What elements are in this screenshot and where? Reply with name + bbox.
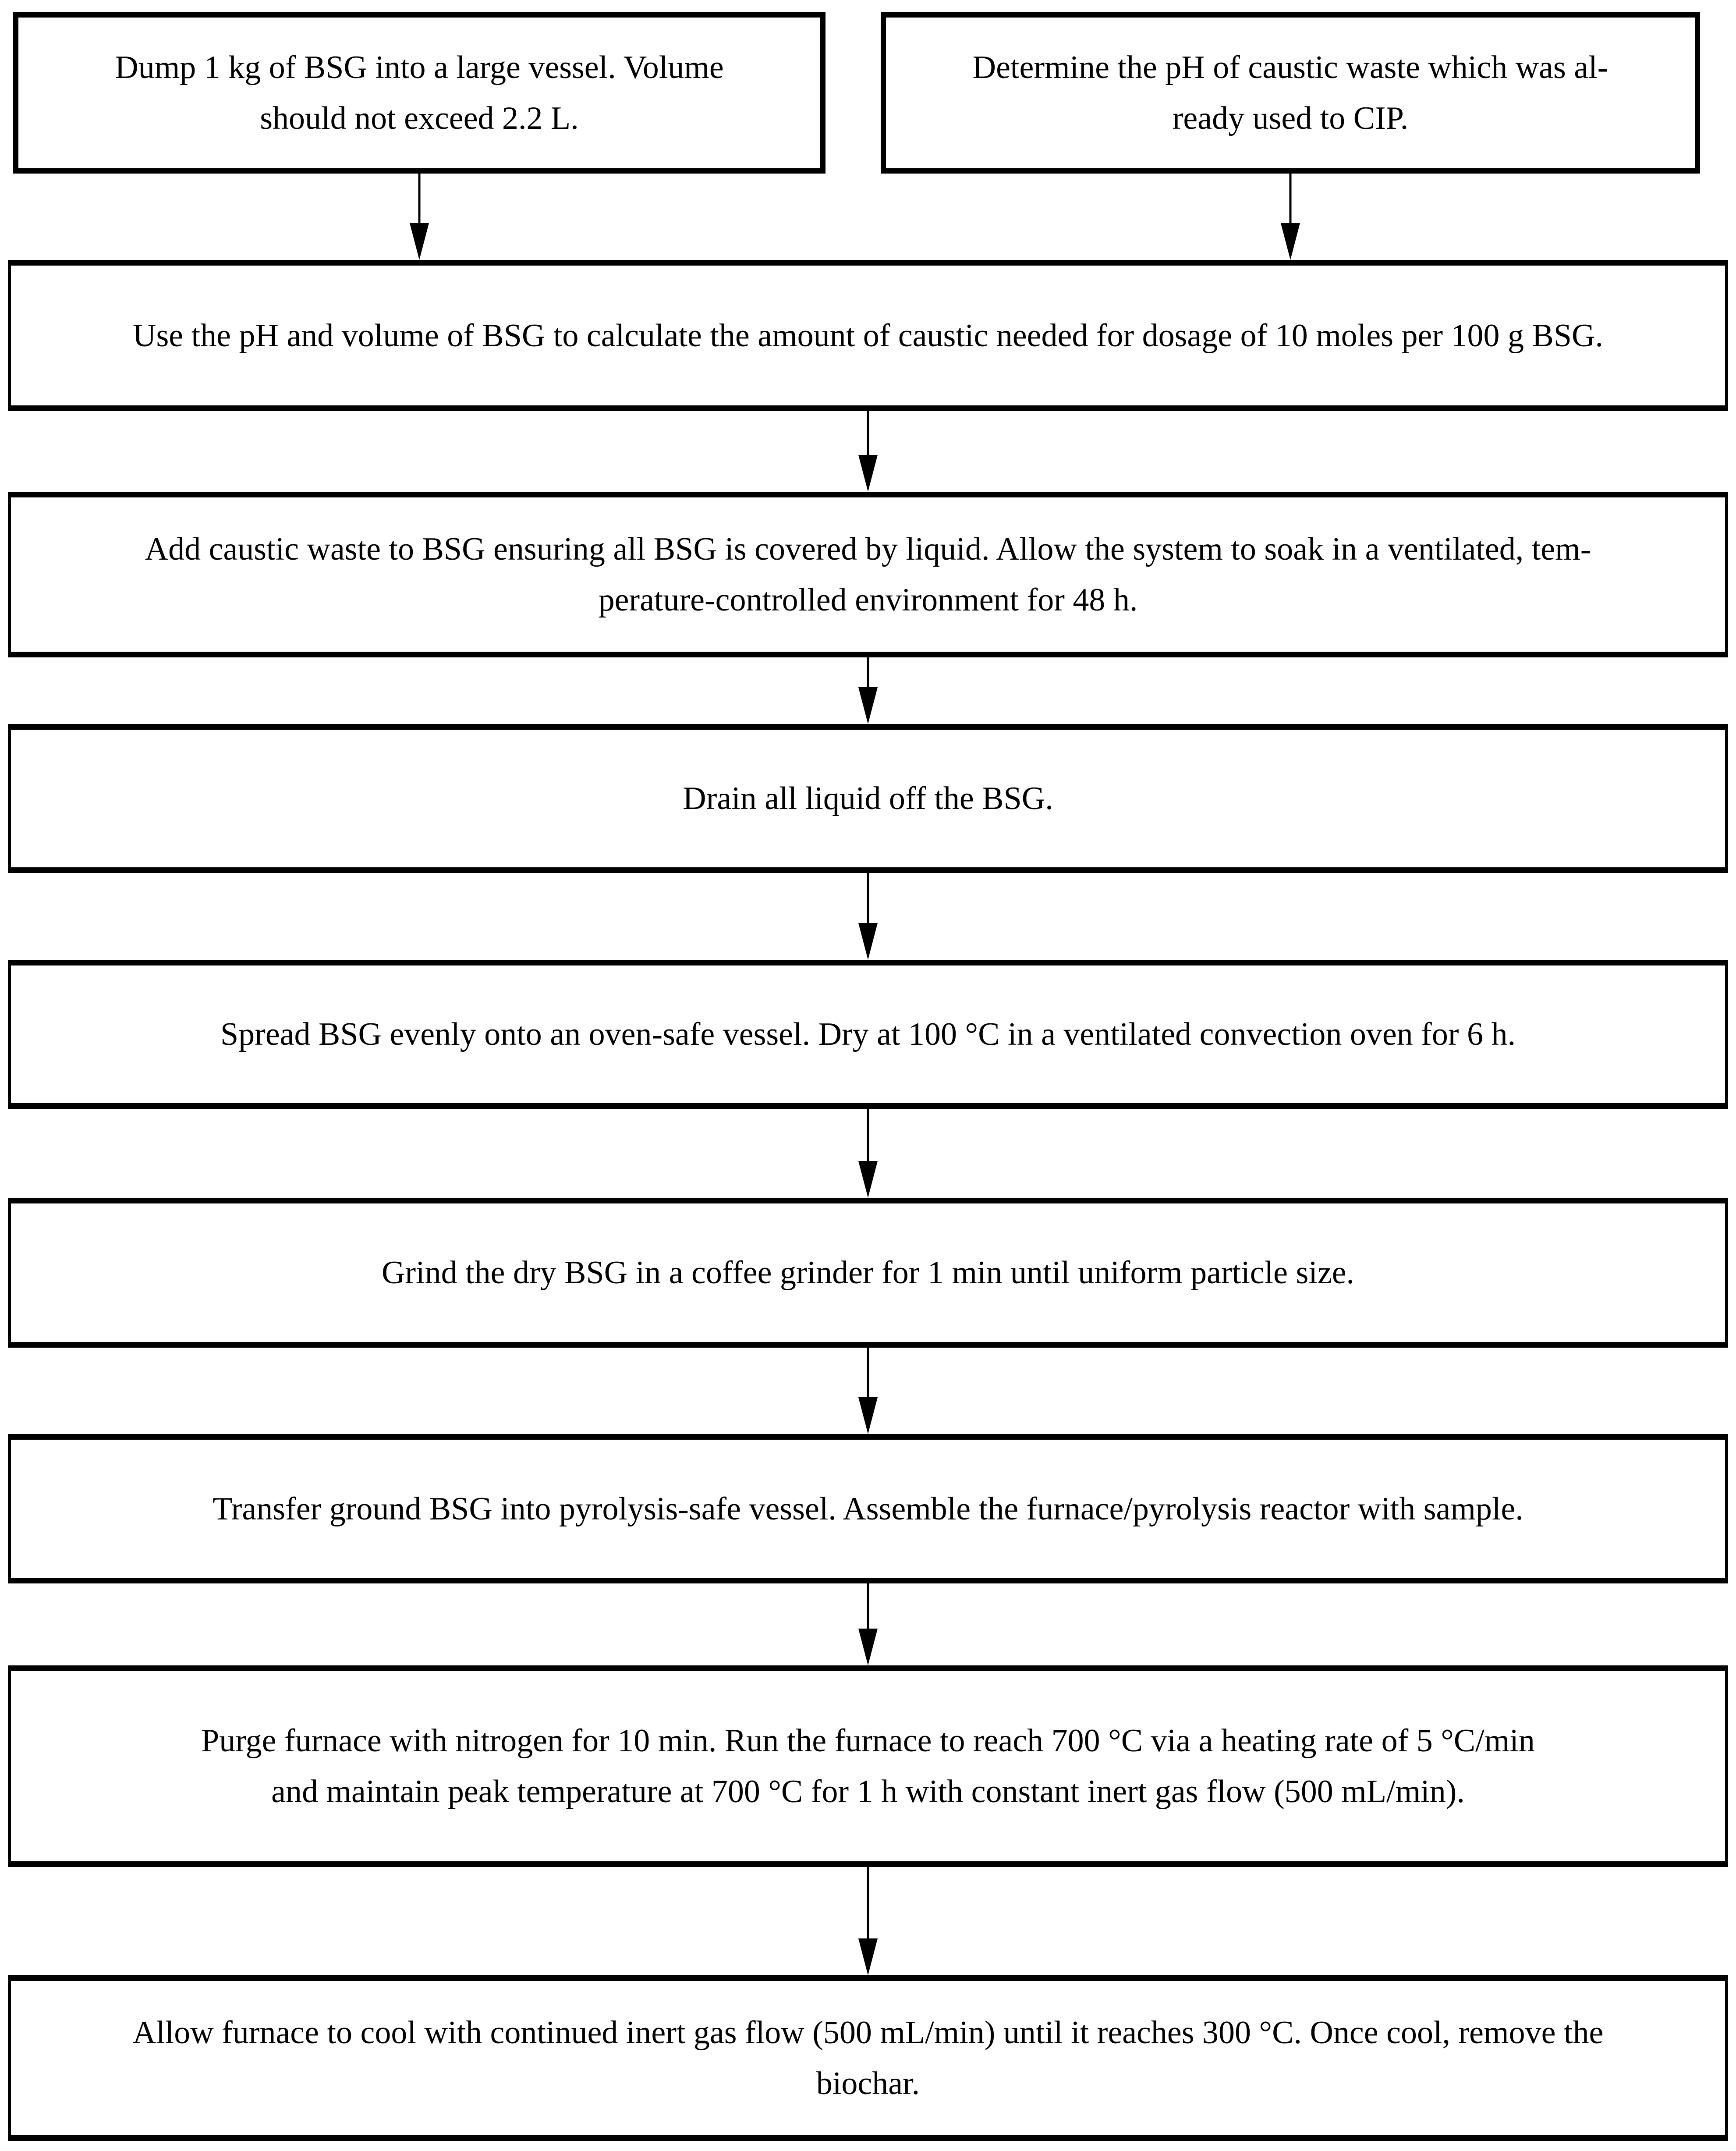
arrowhead-down-icon: [410, 223, 429, 260]
arrowhead-down-icon: [858, 923, 878, 960]
node-dump-bsg: Dump 1 kg of BSG into a large vessel. Vo…: [13, 12, 825, 174]
arrow-soak-to-drain: [858, 657, 878, 724]
node-determine-ph: Determine the pH of caustic waste which …: [881, 12, 1700, 174]
arrow-line: [867, 1109, 869, 1161]
node-calculate-caustic: Use the pH and volume of BSG to calculat…: [8, 260, 1728, 411]
node-cool-remove-biochar: Allow furnace to cool with continued ine…: [8, 1975, 1728, 2141]
node-pyrolysis-700c: Purge furnace with nitrogen for 10 min. …: [8, 1665, 1728, 1867]
arrowhead-down-icon: [858, 1629, 878, 1665]
arrow-line: [867, 1583, 869, 1629]
arrowhead-down-icon: [858, 1397, 878, 1434]
arrow-grind-to-transfer: [858, 1348, 878, 1434]
node-oven-dry: Spread BSG evenly onto an oven-safe vess…: [8, 960, 1728, 1109]
node-assemble-reactor: Transfer ground BSG into pyrolysis-safe …: [8, 1434, 1728, 1583]
arrowhead-down-icon: [1281, 223, 1300, 260]
arrow-line: [867, 1867, 869, 1938]
arrow-ph-to-calc: [1281, 174, 1300, 260]
arrow-drain-to-dry: [858, 873, 878, 960]
node-drain-liquid: Drain all liquid off the BSG.: [8, 724, 1728, 873]
node-soak-48h: Add caustic waste to BSG ensuring all BS…: [8, 492, 1728, 657]
arrowhead-down-icon: [858, 455, 878, 492]
arrow-line: [867, 657, 869, 687]
arrow-line: [1289, 174, 1292, 223]
arrow-transfer-to-pyrolysis: [858, 1583, 878, 1665]
arrow-dump-to-calc: [410, 174, 429, 260]
node-grind: Grind the dry BSG in a coffee grinder fo…: [8, 1198, 1728, 1348]
arrow-calc-to-soak: [858, 411, 878, 492]
arrowhead-down-icon: [858, 1938, 878, 1975]
arrow-dry-to-grind: [858, 1109, 878, 1198]
arrowhead-down-icon: [858, 1161, 878, 1198]
arrowhead-down-icon: [858, 687, 878, 724]
arrow-line: [418, 174, 421, 223]
arrow-line: [867, 873, 869, 923]
arrow-pyrolysis-to-cool: [858, 1867, 878, 1975]
arrow-line: [867, 411, 869, 455]
arrow-line: [867, 1348, 869, 1397]
